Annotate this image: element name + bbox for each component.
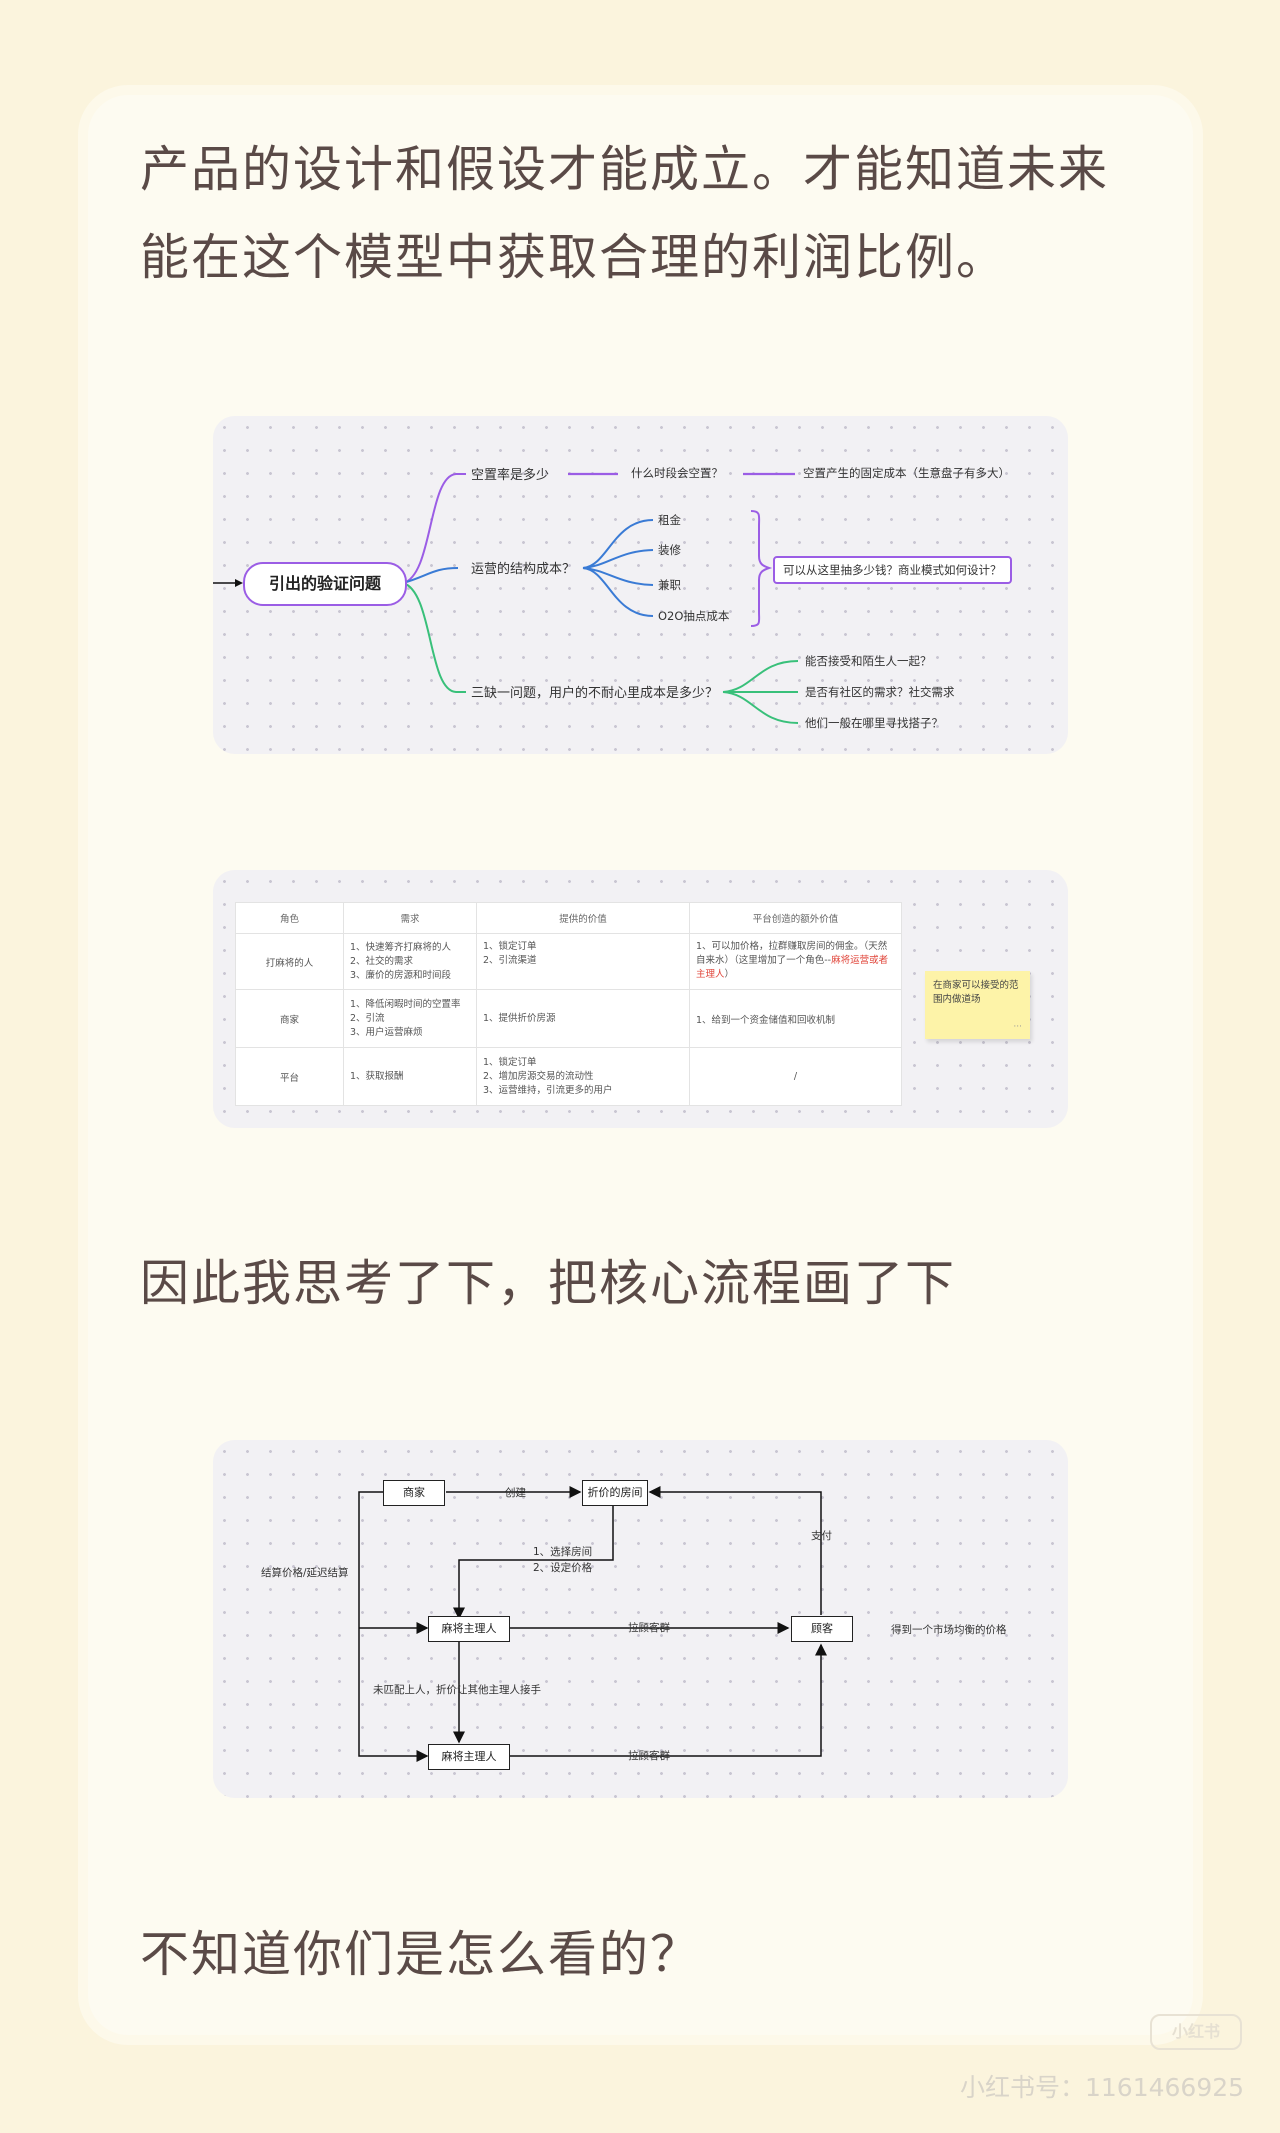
branch2-sub2 xyxy=(582,549,654,569)
branch2-label: 运营的结构成本？ xyxy=(471,562,576,577)
table-row: 平台 1、获取报酬 1、锁定订单 2、增加房源交易的流动性 3、运营维持，引流更… xyxy=(235,1047,902,1106)
row-role: 商家 xyxy=(235,989,344,1048)
host1-box: 麻将主理人 xyxy=(428,1616,510,1642)
room-box: 折价的房间 xyxy=(582,1480,648,1506)
sticky-note: 在商家可以接受的范围内做道场 ··· xyxy=(925,971,1030,1039)
branch3-item: 他们一般在哪里寻找搭子？ xyxy=(805,716,943,730)
branch3-sub3 xyxy=(722,691,799,724)
sticky-note-text: 在商家可以接受的范围内做道场 xyxy=(933,980,1019,1005)
branch2-item: O2O抽点成本 xyxy=(658,609,730,623)
branch1-grandchild: 空置产生的固定成本（生意盘子有多大） xyxy=(803,466,1010,480)
customer-to-room xyxy=(648,1486,822,1615)
row-needs: 1、快速筹齐打麻将的人 2、社交的需求 3、廉价的房源和时间段 xyxy=(343,933,477,990)
settle-to-host2 xyxy=(358,1491,429,1762)
table-card: 角色 需求 提供的价值 平台创造的额外价值 打麻将的人 1、快速筹齐打麻将的人 … xyxy=(213,870,1068,1128)
unmatched-label: 未匹配上人，折价让其他主理人接手 xyxy=(373,1684,541,1696)
settle-label: 结算价格/延迟结算 xyxy=(261,1567,349,1579)
mindmap-root: 引出的验证问题 xyxy=(243,562,407,606)
branch2-summary: 可以从这里抽多少钱？商业模式如何设计？ xyxy=(773,556,1012,584)
branch1-label: 空置率是多少 xyxy=(471,468,550,483)
branch2-curve xyxy=(402,567,459,584)
host2-box: 麻将主理人 xyxy=(428,1744,510,1770)
market-label: 得到一个市场均衡的价格 xyxy=(891,1624,1007,1636)
row-value: 1、锁定订单 2、增加房源交易的流动性 3、运营维持，引流更多的用户 xyxy=(476,1047,690,1106)
table-row: 打麻将的人 1、快速筹齐打麻将的人 2、社交的需求 3、廉价的房源和时间段 1、… xyxy=(235,933,902,990)
customer-box: 顾客 xyxy=(791,1616,853,1642)
branch2-sub3 xyxy=(582,567,654,586)
row-value: 1、提供折价房源 xyxy=(476,989,690,1048)
create-label: 创建 xyxy=(505,1487,526,1499)
summary-bracket xyxy=(750,510,773,627)
pull-label-2: 拉顾客群 xyxy=(628,1750,670,1762)
table-row: 商家 1、降低闲暇时间的空置率 2、引流 3、用户运营麻烦 1、提供折价房源 1… xyxy=(235,989,902,1048)
branch1-curve xyxy=(402,473,466,584)
flow-connectors xyxy=(358,1486,827,1762)
pay-label: 支付 xyxy=(811,1530,832,1542)
row-extra: 1、可以加价格，拉群赚取房间的佣金。（天然自来水）（这里增加了一个角色--麻将运… xyxy=(689,933,902,990)
choose-label-1: 1、选择房间 xyxy=(533,1546,593,1558)
choose-label-2: 2、设定价格 xyxy=(533,1562,593,1574)
branch2-item: 兼职 xyxy=(658,578,681,592)
watermark-id: 小红书号：1161466925 xyxy=(960,2073,1245,2102)
watermark-logo: 小红书 xyxy=(1150,2014,1242,2050)
branch3-item: 是否有社区的需求？社交需求 xyxy=(805,685,955,699)
header-value: 提供的价值 xyxy=(476,902,690,934)
branch1-child: 什么时段会空置？ xyxy=(631,466,723,480)
row-role: 打麻将的人 xyxy=(235,933,344,990)
branch3-item: 能否接受和陌生人一起？ xyxy=(805,654,932,668)
branch2-item: 租金 xyxy=(658,513,681,527)
row-extra: 1、给到一个资金储值和回收机制 xyxy=(689,989,902,1048)
row-needs: 1、获取报酬 xyxy=(343,1047,477,1106)
branch3-sub1 xyxy=(722,660,799,693)
row-role: 平台 xyxy=(235,1047,344,1106)
header-needs: 需求 xyxy=(343,902,477,934)
row-value: 1、锁定订单 2、引流渠道 xyxy=(476,933,690,990)
value-table: 角色 需求 提供的价值 平台创造的额外价值 打麻将的人 1、快速筹齐打麻将的人 … xyxy=(235,902,902,1106)
pull-label-1: 拉顾客群 xyxy=(628,1622,670,1634)
paragraph-line-2: 能在这个模型中获取合理的利润比例。 xyxy=(140,229,1008,286)
host2-to-customer xyxy=(509,1643,827,1757)
header-role: 角色 xyxy=(235,902,344,934)
header-extra: 平台创造的额外价值 xyxy=(689,902,902,934)
entry-arrow-head xyxy=(235,579,243,587)
row-needs: 1、降低闲暇时间的空置率 2、引流 3、用户运营麻烦 xyxy=(343,989,477,1048)
paragraph-line-3: 因此我思考了下，把核心流程画了下 xyxy=(140,1255,957,1312)
paragraph-line-1: 产品的设计和假设才能成立。才能知道未来 xyxy=(140,141,1110,198)
flow-card: 商家 折价的房间 麻将主理人 麻将主理人 顾客 创建 支付 1、选择房间 2、设… xyxy=(213,1440,1068,1798)
branch3-curve xyxy=(402,582,466,693)
branch2-sub1 xyxy=(582,519,654,569)
room-to-host1 xyxy=(453,1505,614,1620)
branch2-item: 装修 xyxy=(658,543,681,557)
mindmap-connectors xyxy=(213,472,799,724)
table-header-row: 角色 需求 提供的价值 平台创造的额外价值 xyxy=(235,902,902,934)
mindmap-card: 引出的验证问题 空置率是多少 什么时段会空置？ 空置产生的固定成本（生意盘子有多… xyxy=(213,416,1068,754)
paragraph-line-4: 不知道你们是怎么看的？ xyxy=(140,1926,702,1983)
branch2-sub4 xyxy=(582,567,654,617)
more-icon: ··· xyxy=(1013,1022,1022,1032)
merchant-box: 商家 xyxy=(383,1480,445,1506)
branch3-label: 三缺一问题，用户的不耐心里成本是多少？ xyxy=(471,686,719,701)
row-extra: / xyxy=(689,1047,902,1106)
